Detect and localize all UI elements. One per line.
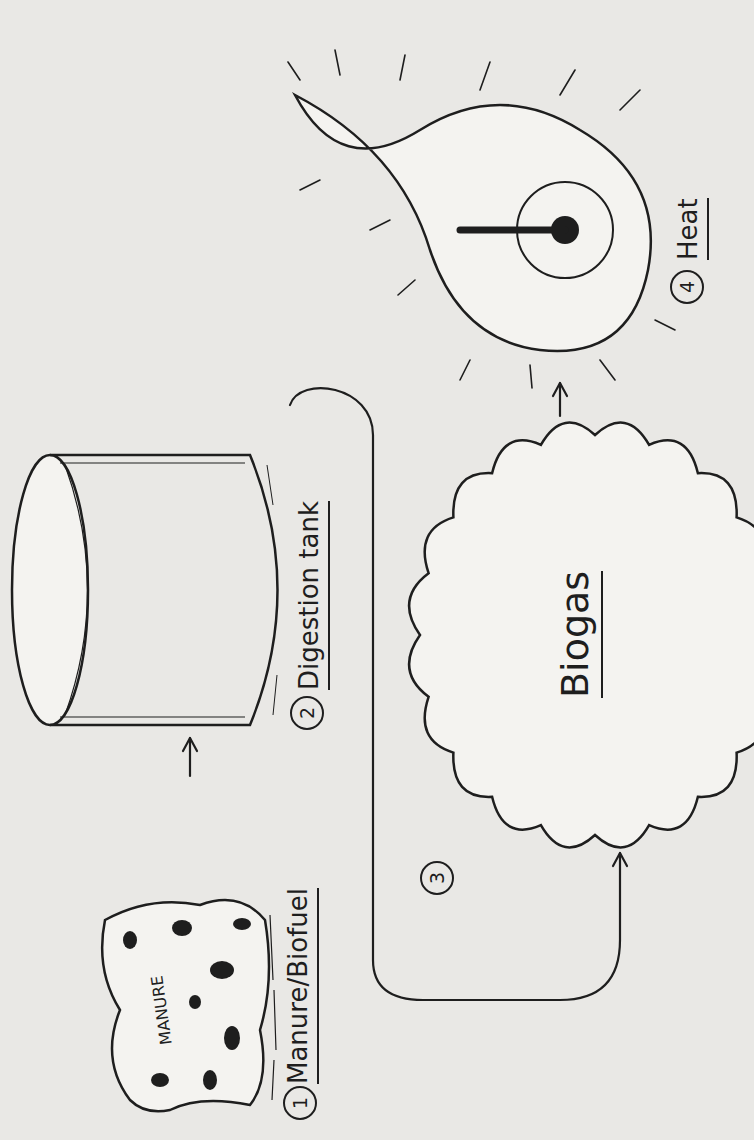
sketch-stroke (270, 915, 276, 1100)
sketch-stroke (102, 900, 269, 1111)
cloud-word: Biogas (551, 571, 603, 698)
callout-number: 3 (420, 861, 454, 895)
sketch-stroke (50, 455, 278, 725)
sketch-stroke (288, 50, 675, 388)
flow-arrow (559, 383, 561, 416)
biogas-cloud: Biogas (400, 420, 754, 850)
step-heading: Manure/Biofuel (282, 888, 319, 1084)
sketch-stroke (203, 1070, 217, 1090)
sketch-stroke (233, 918, 251, 930)
sketch-stroke (189, 995, 201, 1009)
sketch-stroke (123, 931, 137, 949)
step-heading: Digestion tank (293, 501, 330, 690)
sketch-stroke (267, 465, 277, 715)
sketch-stroke (172, 920, 192, 936)
sketch-stroke (295, 95, 651, 351)
sketch-stroke (460, 227, 565, 234)
callout-number: 4 (670, 270, 704, 304)
digestion-tank: Digestion tank (5, 405, 340, 735)
sketch-stroke (409, 423, 754, 848)
step-heading: Heat (672, 198, 709, 260)
sketch-stroke (60, 463, 245, 717)
sketch-stroke (224, 1026, 240, 1050)
sketch-stroke (12, 455, 88, 725)
sketch-stroke (151, 1073, 169, 1087)
heat-flame-outline (280, 40, 720, 380)
heat-flame: Heat (280, 40, 720, 380)
callout-number: 2 (290, 696, 324, 730)
flow-arrow (189, 738, 191, 776)
sketch-stroke (210, 961, 234, 979)
callout-number: 1 (283, 1086, 317, 1120)
digestion-tank-outline (5, 405, 340, 735)
manure-blob: MANUREManure/Biofuel (90, 780, 330, 1120)
